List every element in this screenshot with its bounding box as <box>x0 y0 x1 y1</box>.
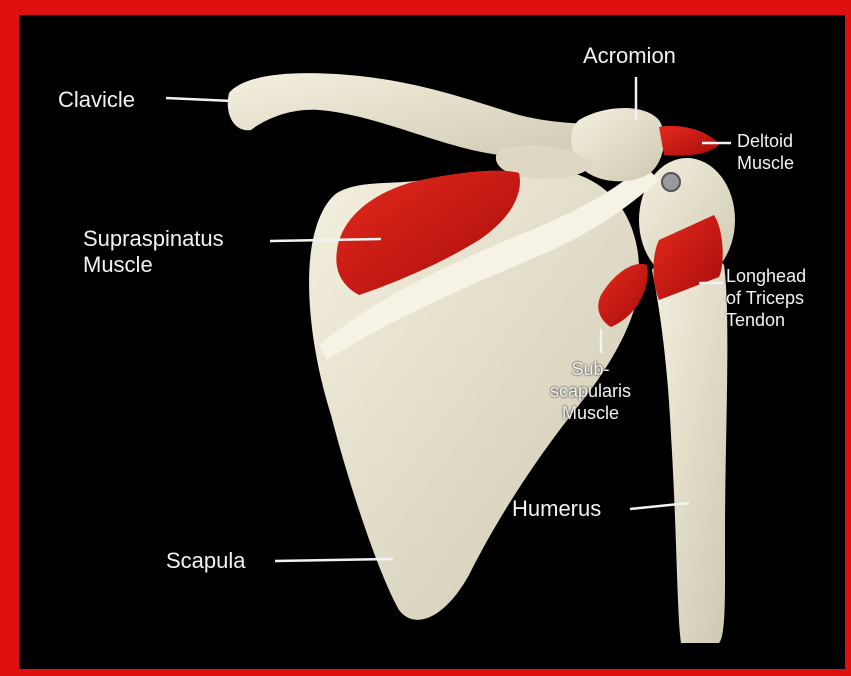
label-longhead-triceps: Longhead of Triceps Tendon <box>726 265 806 331</box>
clavicle-bone <box>228 73 619 157</box>
joint-screw <box>662 173 680 191</box>
label-deltoid-muscle: Deltoid Muscle <box>737 130 794 174</box>
label-supraspinatus-muscle: Supraspinatus Muscle <box>83 226 224 278</box>
clavicle-leader <box>166 98 232 101</box>
shoulder-model-photo: Clavicle Acromion Deltoid Muscle Suprasp… <box>19 15 845 669</box>
scapula-leader <box>275 559 393 561</box>
label-acromion: Acromion <box>583 43 676 69</box>
humerus-bone <box>652 255 727 643</box>
shoulder-anatomy-illustration <box>19 15 845 669</box>
label-clavicle: Clavicle <box>58 87 135 113</box>
deltoid-muscle <box>659 126 719 156</box>
label-subscapularis-muscle: Sub- scapularis Muscle <box>550 358 631 424</box>
label-humerus: Humerus <box>512 496 601 522</box>
label-scapula: Scapula <box>166 548 246 574</box>
